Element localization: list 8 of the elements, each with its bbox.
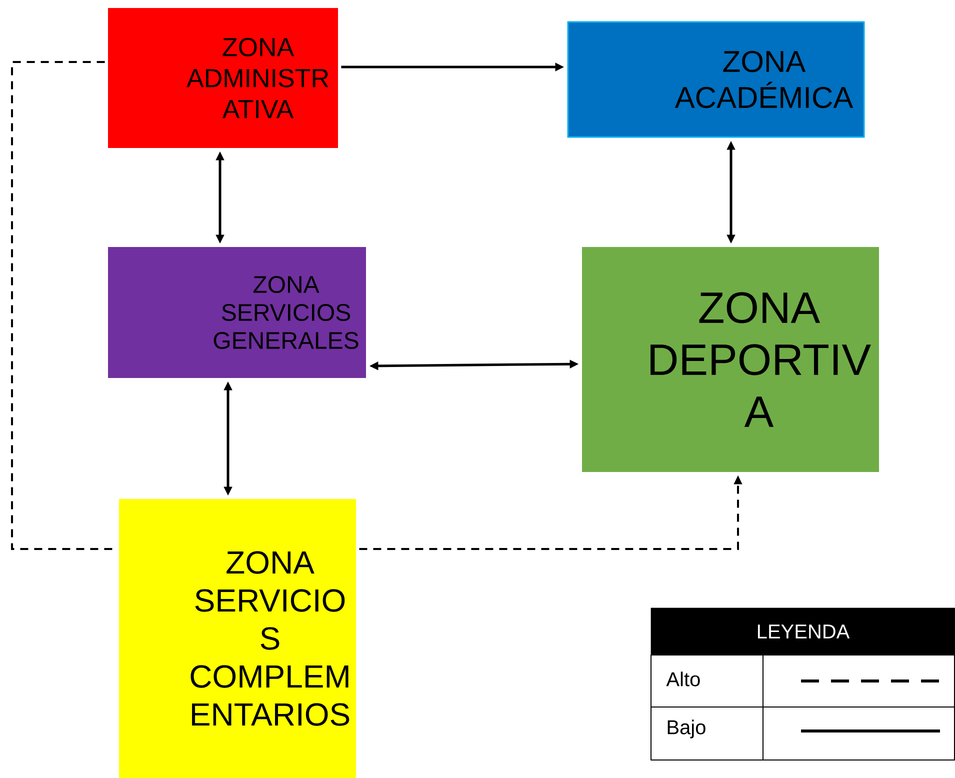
zone-box: ZONA SERVICIOS GENERALES: [108, 247, 366, 378]
legend-label: Alto: [666, 672, 700, 686]
legend-header: LEYENDA: [650, 608, 955, 656]
zone-box: ZONA SERVICIO S COMPLEM ENTARIOS: [119, 499, 356, 778]
zone-box: ZONA DEPORTIV A: [582, 247, 879, 472]
legend-label: Bajo: [668, 720, 706, 738]
zone-box: ZONA ADMINISTR ATIVA: [108, 8, 338, 148]
zone-box: ZONA ACADÉMICA: [567, 21, 865, 138]
